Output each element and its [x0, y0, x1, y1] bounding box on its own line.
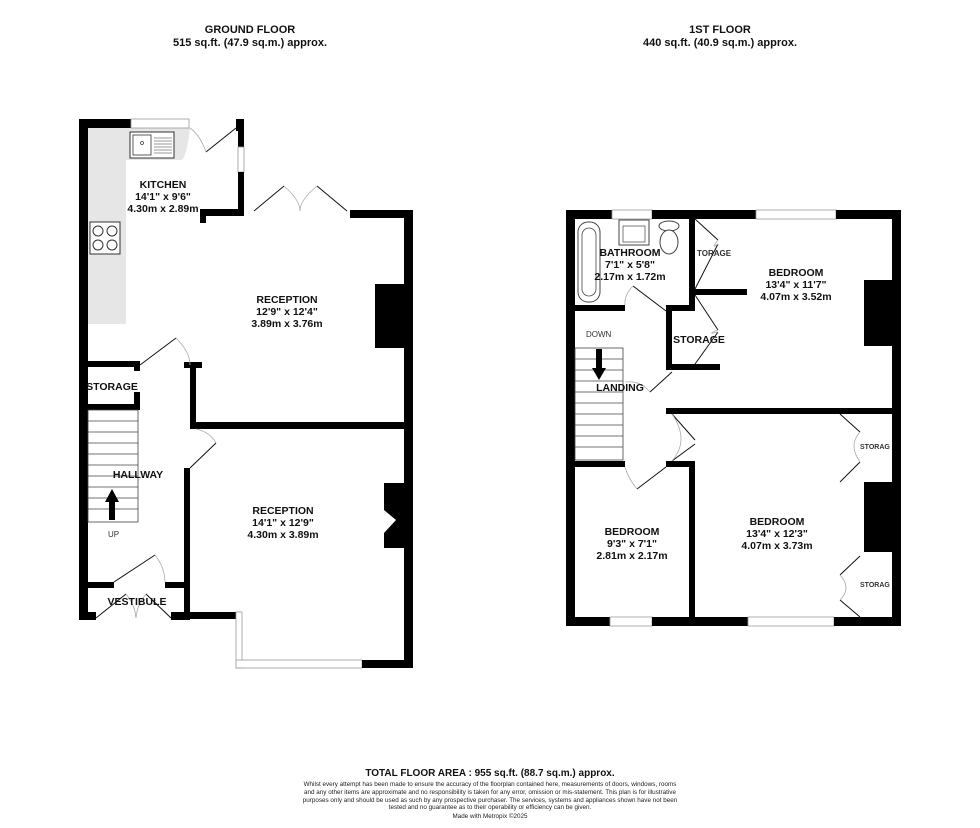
credit-text: Made with Metropix ©2025 [452, 813, 528, 821]
room-label-kitchen: KITCHEN 14'1" x 9'6" 4.30m x 2.89m [127, 179, 198, 215]
stairs-down-label: DOWN [586, 330, 612, 339]
room-metric: 4.30m x 3.89m [247, 529, 319, 541]
first-floor-title: 1ST FLOOR [689, 24, 751, 36]
room-label-storage-top: TORAGE [697, 249, 732, 258]
room-name: KITCHEN [139, 179, 187, 191]
room-name: BEDROOM [604, 526, 660, 538]
footer: TOTAL FLOOR AREA : 955 sq.ft. (88.7 sq.m… [300, 768, 680, 821]
room-name: STORAGE [86, 381, 138, 393]
room-name: RECEPTION [256, 294, 318, 306]
room-label-reception-2: RECEPTION 14'1" x 12'9" 4.30m x 3.89m [247, 505, 318, 541]
room-label-reception-1: RECEPTION 12'9" x 12'4" 3.89m x 3.76m [251, 294, 322, 330]
room-metric: 3.89m x 3.76m [251, 318, 323, 330]
total-floor-area: TOTAL FLOOR AREA : 955 sq.ft. (88.7 sq.m… [365, 768, 615, 779]
room-name: HALLWAY [112, 469, 164, 481]
room-label-bathroom: BATHROOM 7'1" x 5'8" 2.17m x 1.72m [594, 247, 665, 283]
ground-floor-plan [79, 118, 413, 669]
room-label-storage-first: STORAGE [673, 334, 725, 346]
room-metric: 4.30m x 2.89m [127, 203, 199, 215]
room-imperial: 12'9" x 12'4" [256, 306, 318, 318]
room-label-storage-wardrobe-2: STORAG [860, 582, 890, 589]
room-metric: 2.81m x 2.17m [596, 550, 668, 562]
room-label-landing: LANDING [596, 382, 644, 394]
first-floor-area: 440 sq.ft. (40.9 sq.m.) approx. [642, 37, 798, 49]
room-name: VESTIBULE [107, 596, 167, 608]
disclaimer-text: Whilst every attempt has been made to en… [302, 781, 678, 812]
room-label-hallway: HALLWAY [113, 469, 163, 481]
room-metric: 4.07m x 3.73m [741, 540, 813, 552]
room-metric: 2.17m x 1.72m [594, 271, 666, 283]
room-name: STORAGE [673, 334, 725, 346]
room-name: RECEPTION [252, 505, 314, 517]
stairs-up-label: UP [108, 530, 120, 539]
room-imperial: 13'4" x 12'3" [746, 528, 808, 540]
room-name: BEDROOM [768, 267, 824, 279]
ground-floor-title: GROUND FLOOR [204, 24, 296, 36]
room-name: LANDING [596, 382, 644, 394]
room-label-bedroom-1: BEDROOM 13'4" x 11'7" 4.07m x 3.52m [760, 267, 831, 303]
room-name: BEDROOM [749, 516, 805, 528]
room-label-bedroom-3: BEDROOM 13'4" x 12'3" 4.07m x 3.73m [741, 516, 812, 552]
room-imperial: 14'1" x 12'9" [252, 517, 314, 529]
room-imperial: 14'1" x 9'6" [135, 191, 191, 203]
room-name: BATHROOM [599, 247, 661, 259]
room-imperial: 7'1" x 5'8" [605, 259, 655, 271]
room-imperial: 9'3" x 7'1" [607, 538, 657, 550]
room-label-bedroom-2: BEDROOM 9'3" x 7'1" 2.81m x 2.17m [596, 526, 667, 562]
room-imperial: 13'4" x 11'7" [765, 279, 827, 291]
room-label-vestibule: VESTIBULE [108, 596, 167, 608]
room-label-storage-ground: STORAGE [86, 381, 138, 393]
first-floor-plan [566, 209, 901, 627]
ground-floor-area: 515 sq.ft. (47.9 sq.m.) approx. [172, 37, 328, 49]
ground-floor-heading: GROUND FLOOR 515 sq.ft. (47.9 sq.m.) app… [130, 24, 370, 50]
room-label-storage-wardrobe-1: STORAG [860, 444, 890, 451]
first-floor-heading: 1ST FLOOR 440 sq.ft. (40.9 sq.m.) approx… [600, 24, 840, 50]
room-metric: 4.07m x 3.52m [760, 291, 832, 303]
